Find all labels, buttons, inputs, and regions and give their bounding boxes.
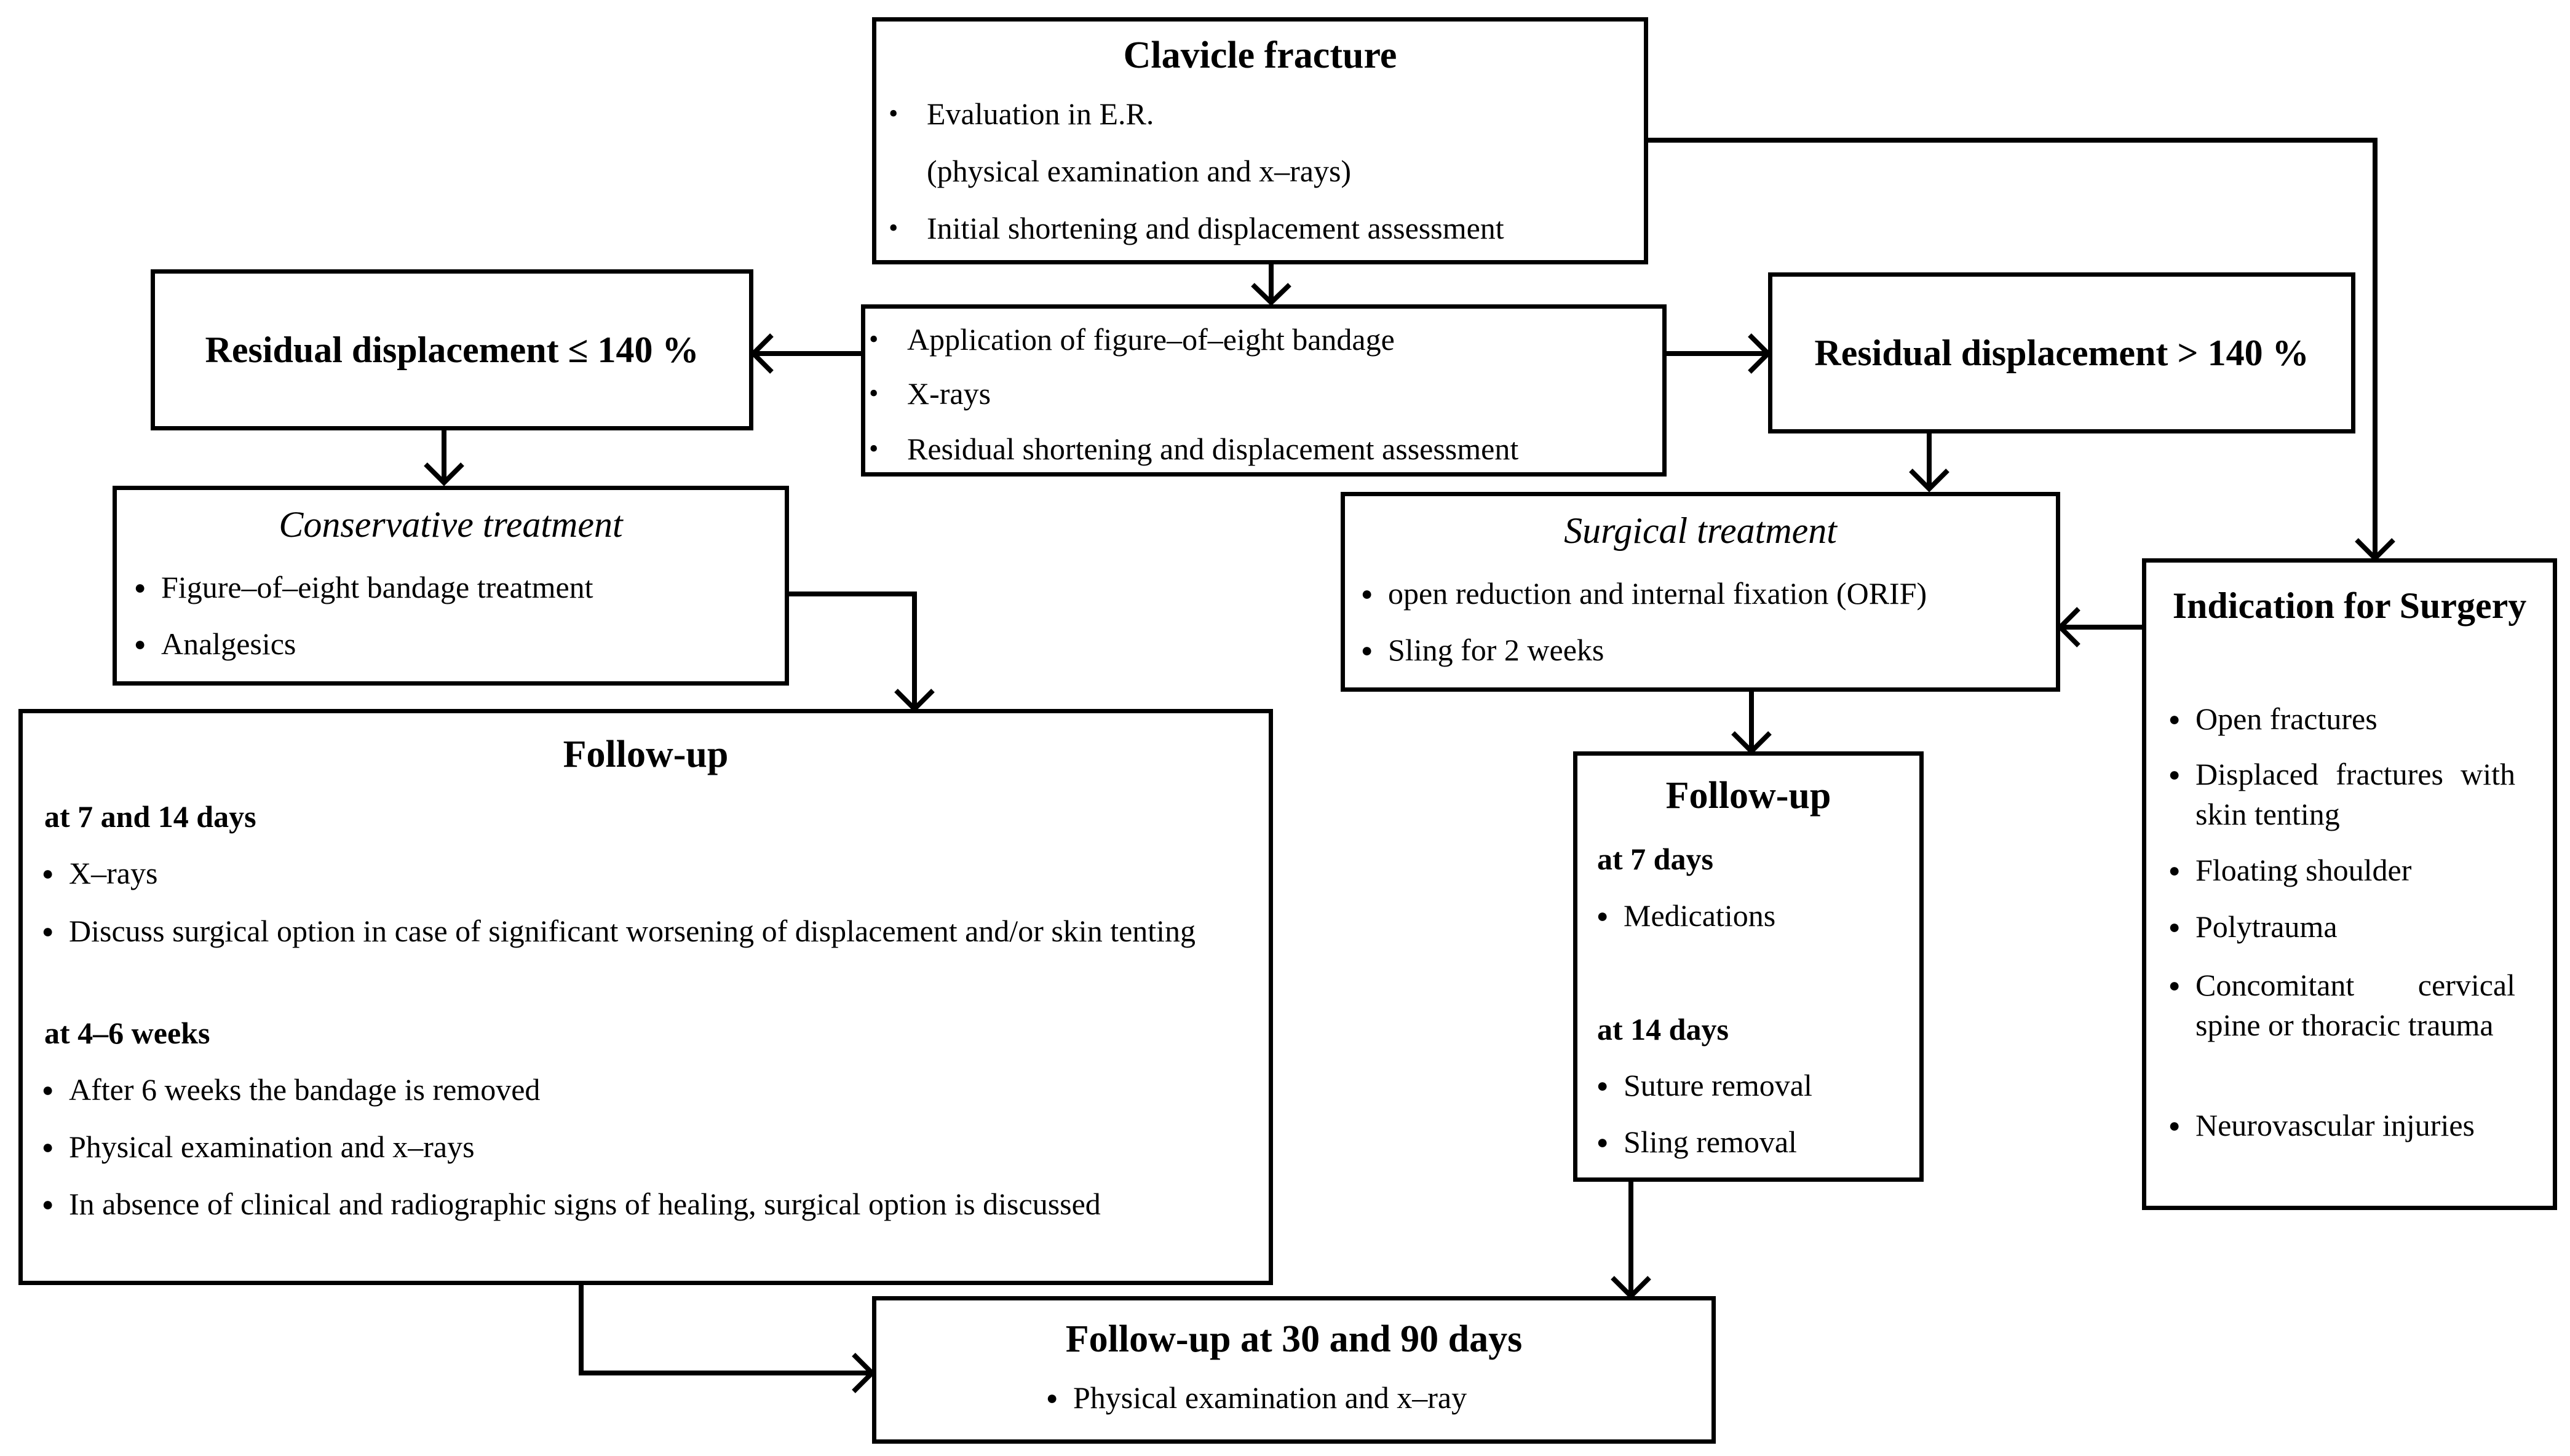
list-item: In absence of clinical and radiographic … [42, 1184, 1243, 1224]
list-item: Physical examination and x–ray [1046, 1379, 1467, 1416]
list-item: X–rays [42, 855, 158, 892]
followup-conservative-box: Follow-up at 7 and 14 days X–rays Discus… [18, 709, 1273, 1285]
indication-for-surgery-title: Indication for Surgery [2172, 585, 2527, 626]
list-item: Sling for 2 weeks [1361, 631, 1604, 668]
followup-section-heading: at 7 and 14 days [44, 799, 256, 834]
list-item-continuation: (physical examination and x–rays) [927, 154, 1352, 188]
indication-for-surgery-box: Indication for Surgery Open fractures Di… [2142, 558, 2557, 1210]
list-item: Sling removal [1596, 1123, 1797, 1160]
conservative-treatment-title: Conservative treatment [279, 504, 623, 545]
arrow-followup-left-to-final [579, 1285, 872, 1375]
list-item: Medications [1596, 897, 1775, 934]
list-item: Physical examination and x–rays [42, 1128, 475, 1165]
list-item: Open fractures [2168, 699, 2515, 739]
residual-displacement-gt-title: Residual displacement > 140 % [1814, 333, 2309, 373]
arrow-clavicle-to-indication [1648, 138, 2378, 558]
list-item: Polytrauma [2168, 907, 2515, 947]
clavicle-fracture-title: Clavicle fracture [1123, 34, 1397, 76]
list-item: Concomitant cervical spine or thoracic t… [2168, 965, 2515, 1045]
followup-conservative-title: Follow-up [563, 734, 729, 775]
list-item: Evaluation in E.R. [889, 95, 1154, 132]
list-item: Analgesics [134, 625, 296, 662]
list-item: Residual shortening and displacement ass… [869, 430, 1518, 467]
followup-surgical-title: Follow-up [1665, 775, 1831, 817]
conservative-treatment-box: Conservative treatment Figure–of–eight b… [113, 486, 789, 686]
residual-displacement-gt-box: Residual displacement > 140 % [1768, 272, 2355, 433]
list-item: X-rays [869, 375, 991, 412]
list-item: Suture removal [1596, 1067, 1812, 1104]
surgical-treatment-title: Surgical treatment [1564, 510, 1837, 551]
list-item: Application of figure–of–eight bandage [869, 321, 1395, 358]
followup-final-box: Follow-up at 30 and 90 days Physical exa… [872, 1296, 1716, 1444]
list-item: After 6 weeks the bandage is removed [42, 1071, 540, 1108]
residual-displacement-le-box: Residual displacement ≤ 140 % [151, 269, 753, 430]
arrow-conservative-to-followup [789, 592, 917, 709]
list-item: Initial shortening and displacement asse… [889, 210, 1504, 247]
followup-final-title: Follow-up at 30 and 90 days [1065, 1318, 1523, 1360]
clavicle-fracture-box: Clavicle fracture Evaluation in E.R. (ph… [872, 17, 1648, 264]
residual-displacement-le-title: Residual displacement ≤ 140 % [205, 330, 699, 370]
list-item: open reduction and internal fixation (OR… [1361, 575, 1927, 612]
list-item: Discuss surgical option in case of signi… [42, 911, 1243, 951]
followup-surgical-box: Follow-up at 7 days Medications at 14 da… [1573, 751, 1924, 1182]
surgical-treatment-box: Surgical treatment open reduction and in… [1341, 492, 2060, 692]
list-item: Figure–of–eight bandage treatment [134, 569, 593, 606]
followup-section-heading: at 7 days [1597, 842, 1713, 876]
followup-section-heading: at 4–6 weeks [44, 1016, 210, 1050]
list-item: Floating shoulder [2168, 850, 2515, 890]
bandage-application-box: Application of figure–of–eight bandage X… [861, 304, 1667, 477]
followup-section-heading: at 14 days [1597, 1012, 1729, 1046]
list-item: Displaced fractures with skin tenting [2168, 754, 2515, 834]
list-item: Neurovascular injuries [2168, 1106, 2515, 1145]
